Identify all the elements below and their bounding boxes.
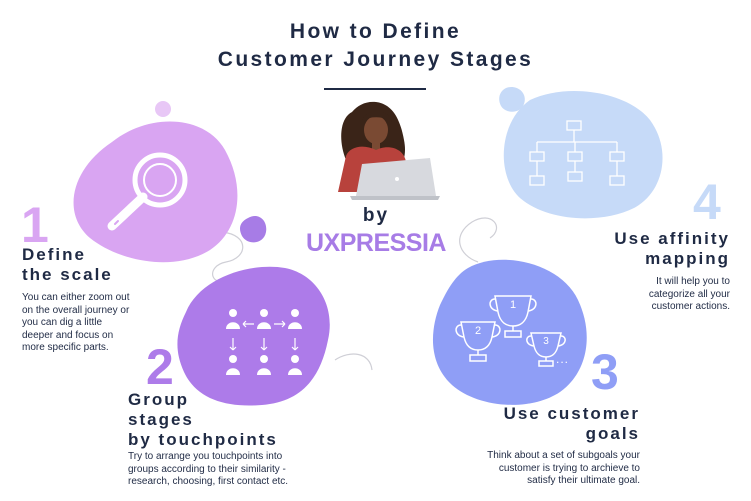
decorative-swirl	[459, 217, 497, 263]
step1-small-blob	[240, 215, 267, 243]
step1-heading-line: Define	[22, 245, 86, 264]
brand-logo-text: UXPRESSIA	[306, 229, 446, 257]
step3-description: Think about a set of subgoals your custo…	[487, 450, 640, 488]
step2-description-line: Try to arrange you touchpoints into	[128, 451, 283, 462]
step1-heading: Define the scale	[22, 245, 113, 285]
step4-number: 4	[693, 174, 721, 230]
step2-heading-line: by touchpoints	[128, 430, 278, 449]
step1-description-line: you can dig a little	[22, 317, 103, 328]
decorative-swirl	[334, 353, 373, 371]
trophy-icon	[489, 295, 537, 338]
trophy-ellipsis: ...	[556, 352, 570, 366]
title-line-2: Customer Journey Stages	[217, 48, 534, 71]
hierarchy-icon	[529, 120, 625, 186]
step2-number: 2	[146, 339, 174, 395]
step4-blob	[503, 90, 663, 219]
title-divider	[324, 88, 426, 90]
step2-description-line: groups according to their similarity -	[128, 463, 286, 475]
page-title: How to Define Customer Journey Stages	[0, 18, 751, 74]
step1-description: You can either zoom out on the overall j…	[22, 292, 129, 355]
step3-heading: Use customer goals	[504, 404, 640, 444]
step1-dot	[155, 101, 171, 117]
step3-description-line: satisfy their ultimate goal.	[527, 475, 640, 486]
step2-heading-line: stages	[128, 410, 194, 429]
trophy-label: 3	[543, 336, 549, 347]
step1-heading-line: the scale	[22, 265, 113, 284]
step4-description: It will help you to categorize all your …	[649, 276, 730, 314]
trophy-label: 1	[509, 299, 517, 311]
step3-description-line: Think about a set of subgoals your	[487, 450, 640, 461]
step4-description-line: It will help you to	[656, 276, 730, 287]
trophy-icon	[455, 321, 501, 362]
by-label: by	[362, 205, 390, 226]
step4-heading: Use affinity mapping	[614, 229, 730, 269]
step4-description-line: customer actions.	[651, 301, 730, 312]
step3-description-line: customer is trying to archieve to	[498, 462, 640, 474]
step4-small-blob	[499, 86, 525, 112]
step2-description-line: research, choosing, first contact etc.	[128, 476, 289, 487]
step1-description-line: deeper and focus on	[22, 329, 114, 341]
step4-description-line: categorize all your	[648, 288, 730, 300]
step2-blob	[177, 266, 330, 406]
step2-heading: Group stages by touchpoints	[128, 390, 278, 450]
step3-heading-line: Use customer	[503, 404, 640, 423]
step1-blob	[73, 121, 238, 263]
step3-heading-line: goals	[585, 424, 640, 443]
step4-heading-line: mapping	[645, 249, 730, 268]
magnifier-icon	[107, 152, 188, 231]
title-line-1: How to Define	[289, 20, 462, 43]
step4-heading-line: Use affinity	[614, 229, 730, 248]
step1-number: 1	[21, 197, 49, 253]
step1-description-line: more specific parts.	[22, 342, 109, 353]
step2-heading-line: Group	[128, 390, 189, 409]
step1-description-line: You can either zoom out	[22, 292, 130, 303]
step3-number: 3	[591, 344, 619, 400]
step1-description-line: on the overall journey or	[22, 304, 130, 316]
people-group-icon	[226, 309, 302, 375]
trophy-icon	[526, 332, 566, 367]
trophy-label: 2	[474, 325, 482, 337]
step2-description: Try to arrange you touchpoints into grou…	[128, 451, 288, 489]
laptop-person-illustration	[338, 101, 440, 200]
step3-blob	[432, 259, 587, 405]
